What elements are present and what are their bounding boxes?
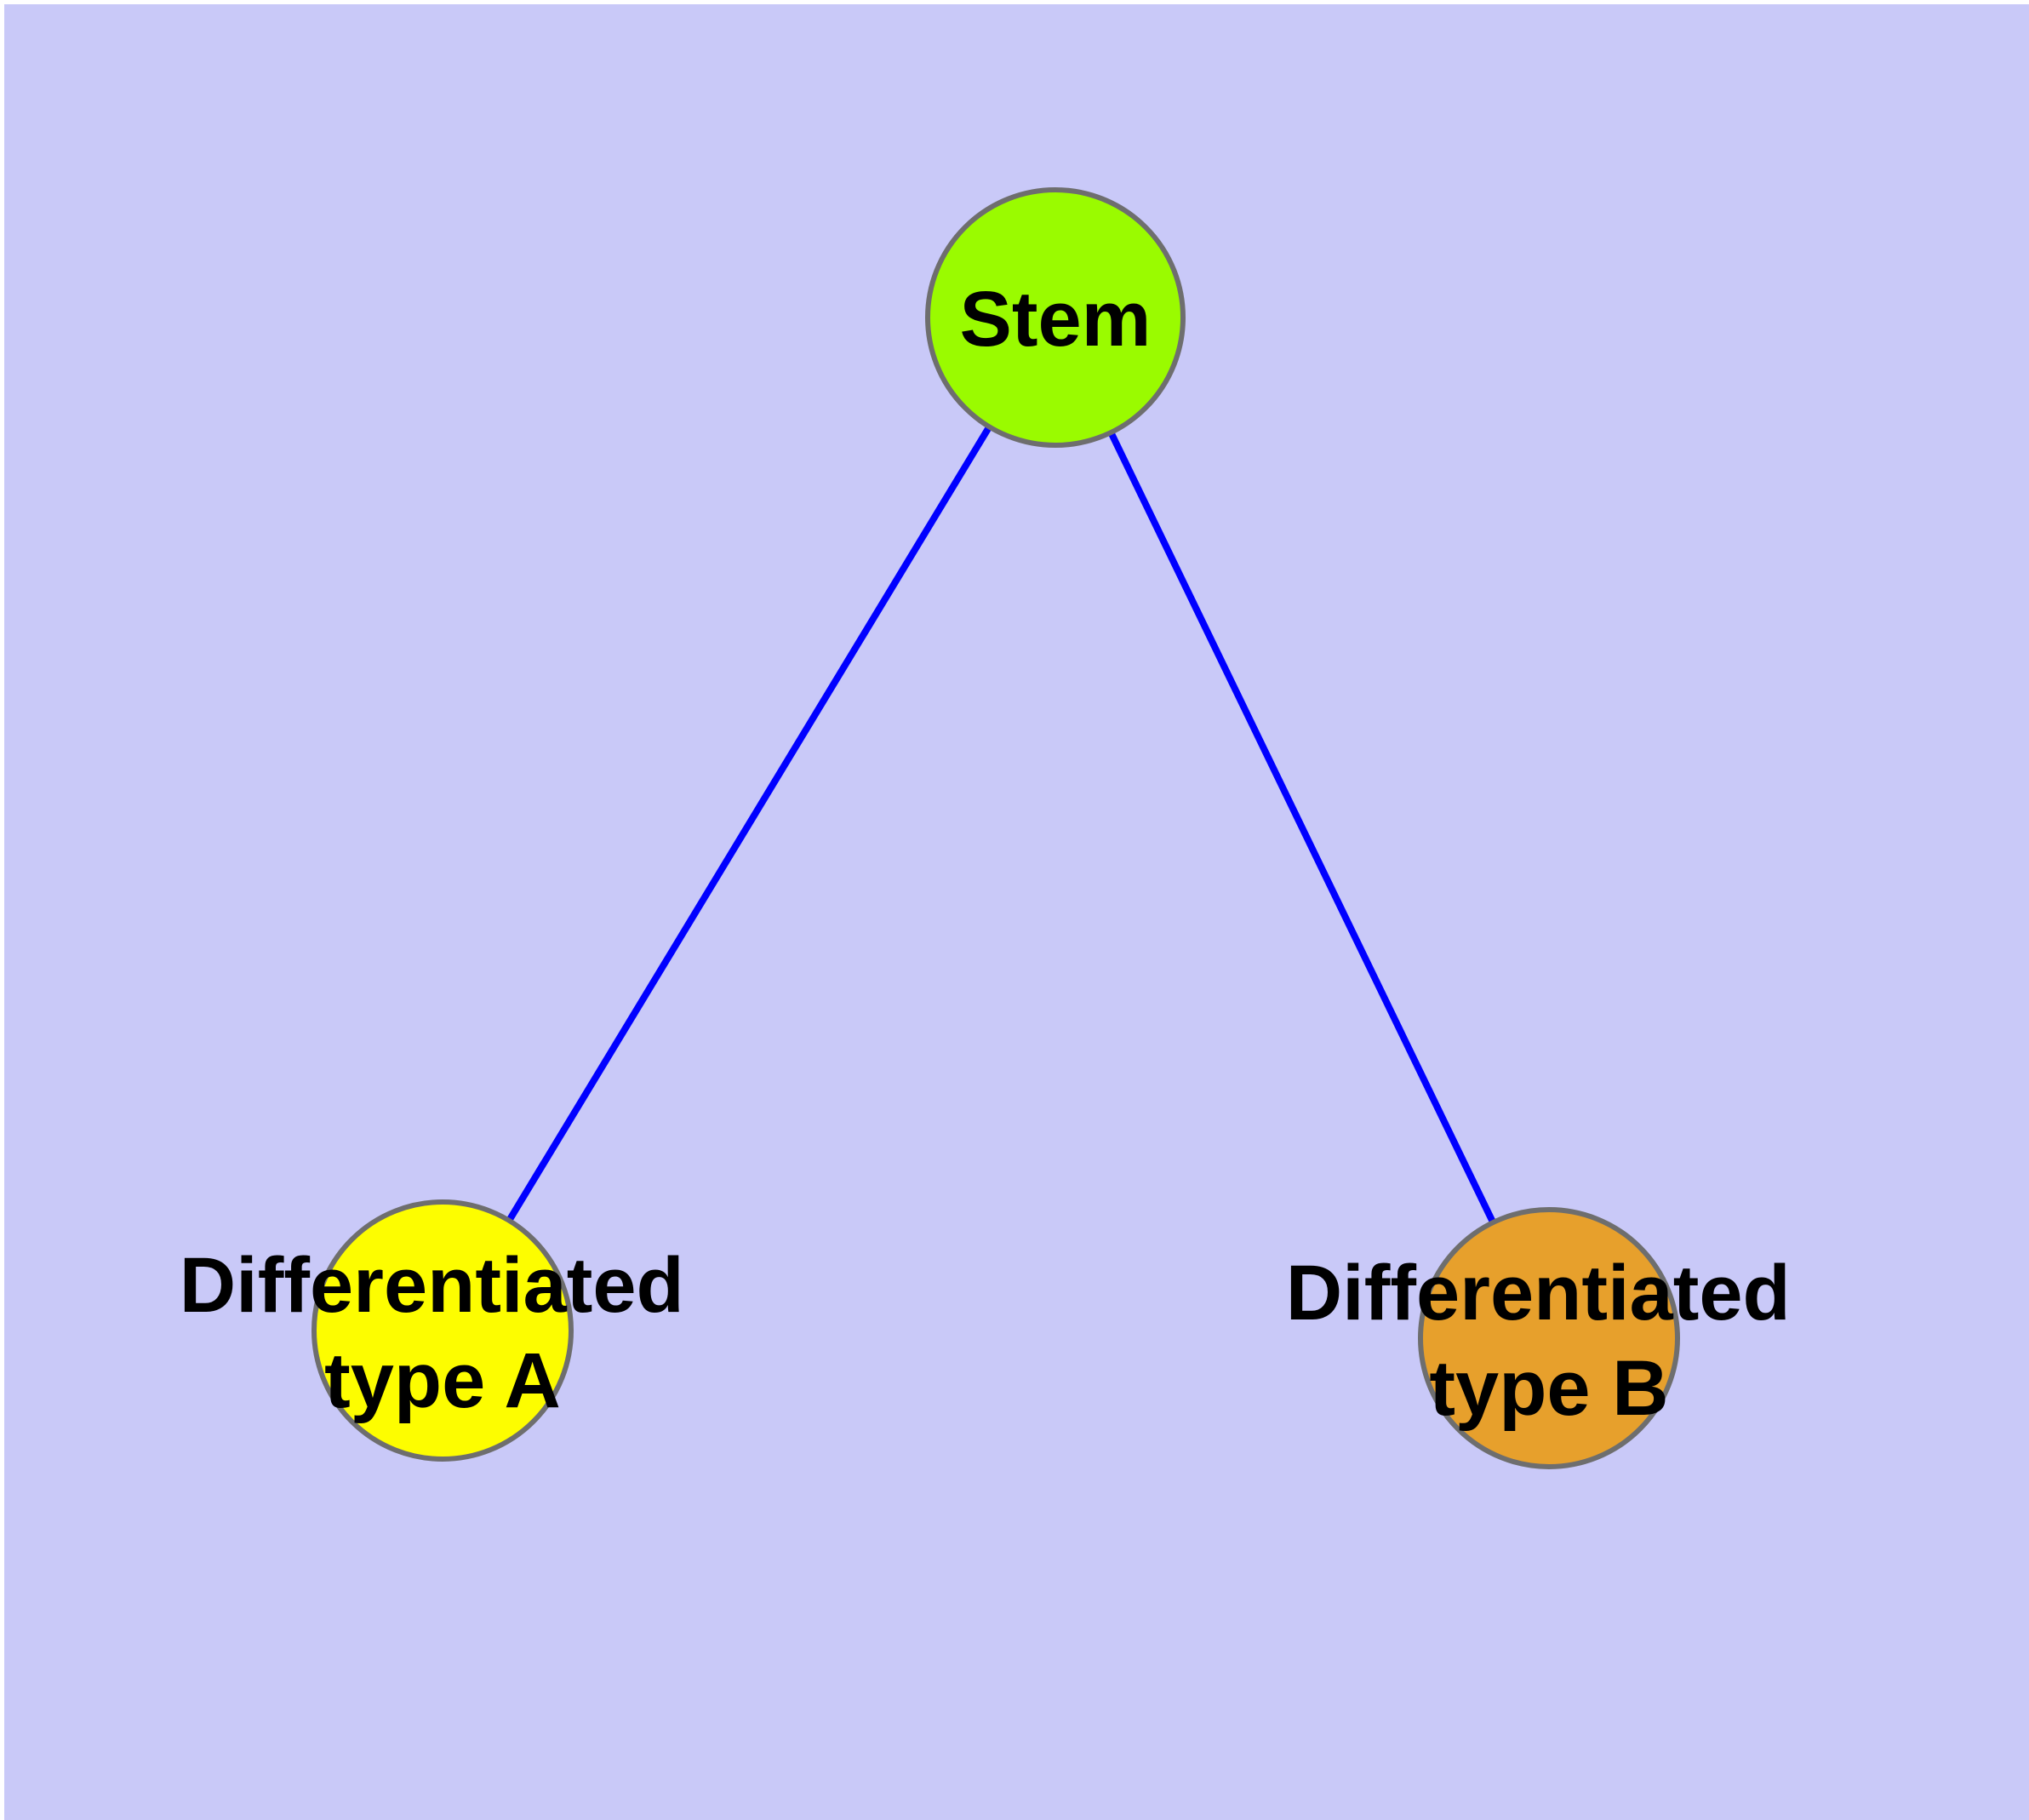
node-differentiated-type-b-label-line2: type B	[1429, 1345, 1668, 1432]
node-differentiated-type-b-circle	[1418, 1207, 1680, 1469]
node-differentiated-type-b-label-line1: Differentiated	[1286, 1250, 1791, 1336]
node-differentiated-type-a-circle	[311, 1199, 574, 1462]
node-differentiated-type-b-label: Differentiated type B	[1286, 1250, 1813, 1432]
node-differentiated-type-b: Differentiated type B	[1286, 1207, 1813, 1469]
node-differentiated-type-a: Differentiated type A	[180, 1199, 706, 1462]
edge-layer	[439, 315, 1552, 1340]
edge-stem-to-type-a	[439, 315, 1059, 1333]
node-stem-circle	[925, 187, 1186, 448]
node-differentiated-type-a-label: Differentiated type A	[180, 1242, 706, 1424]
node-stem-label: Stem	[960, 276, 1152, 363]
node-differentiated-type-a-label-line2: type A	[324, 1337, 561, 1424]
node-stem-label-line1: Stem	[960, 276, 1152, 363]
node-stem: Stem	[925, 187, 1186, 448]
edge-stem-to-type-b	[1052, 316, 1552, 1340]
node-differentiated-type-a-label-line1: Differentiated	[180, 1242, 684, 1329]
